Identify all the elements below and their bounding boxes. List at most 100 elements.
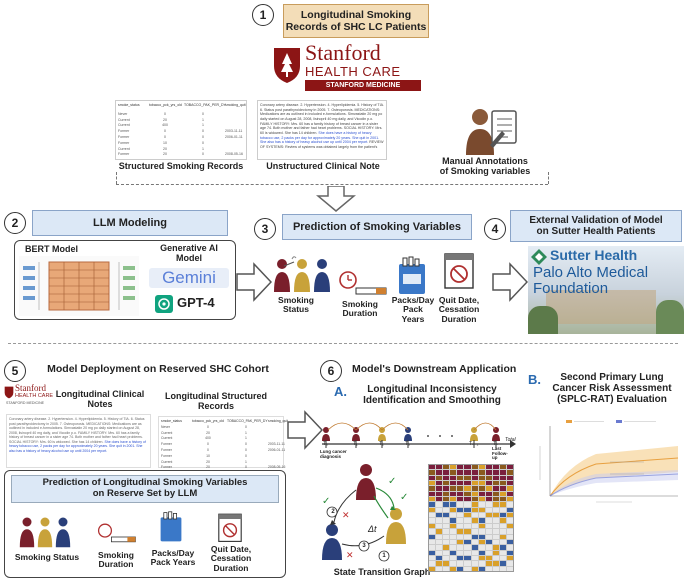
heatmap-cell [464, 507, 471, 513]
t2-label: T₂ [379, 441, 384, 447]
heatmap-cell [436, 513, 443, 518]
heatmap-cell [429, 465, 436, 470]
table-cell: 0 [164, 129, 166, 134]
heatmap-cell [485, 523, 492, 529]
sec4-title-line2: on Sutter Health Patients [536, 226, 656, 237]
duration-line2: Duration [342, 308, 378, 319]
heatmap-cell [478, 518, 485, 523]
manual-annotation-label: Manual Annotations of Smoking variables [420, 156, 550, 177]
step-2-badge: 2 [4, 212, 26, 234]
heatmap-cell [471, 465, 478, 470]
sec6-title: Model's Downstream Application [352, 363, 517, 375]
heatmap-cell [492, 534, 499, 539]
smoking-status-icons [19, 517, 71, 548]
heatmap-cell [506, 555, 513, 561]
table-header: tobacco_pck_yrs_old [149, 103, 182, 107]
genai-label: Generative AI Model [145, 243, 233, 264]
heatmap-cell [492, 566, 499, 571]
timeline-person-body [352, 434, 360, 441]
tn-label: Tₙ [493, 441, 499, 447]
manual-label-line2: of Smoking variables [439, 165, 531, 176]
heatmap-cell [464, 555, 471, 561]
heatmap-cell [464, 465, 471, 470]
manual-label-line1: Manual Annotations [442, 156, 528, 166]
heatmap-cell [499, 561, 506, 566]
heatmap-cell [506, 470, 513, 475]
table-cell: Former [118, 140, 130, 145]
step-6-badge: 6 [320, 360, 342, 382]
heatmap-cell [492, 555, 499, 561]
sec5-quit-line3: Duration [213, 562, 249, 573]
heatmap-cell [429, 534, 436, 539]
table-cell [268, 460, 290, 464]
heatmap-cell [436, 523, 443, 529]
state-transition-graph: ✓ ✓ ✓ ✕ ✕ [322, 464, 408, 562]
heatmap-cell [450, 491, 457, 497]
heatmap-cell [492, 486, 499, 491]
heatmap-cell [485, 529, 492, 534]
table-cell: Former [161, 453, 172, 458]
heatmap-cell [429, 486, 436, 491]
part-a-title: Longitudinal Inconsistency Identificatio… [352, 384, 512, 406]
heatmap-cell [485, 555, 492, 561]
pamf-line2: Foundation [533, 279, 609, 297]
table-cell: Former [118, 152, 130, 157]
heatmap-cell [436, 502, 443, 507]
heatmap-cell [485, 566, 492, 571]
heatmap-cell [450, 534, 457, 539]
heatmap-cell [443, 555, 450, 561]
heatmap-cell [506, 566, 513, 571]
heatmap-cell [464, 486, 471, 491]
heatmap-cell [436, 475, 443, 481]
heatmap-cell [464, 539, 471, 545]
table-header: smoke_status [118, 103, 140, 107]
table-cell: 0 [245, 453, 247, 458]
pamf-photo [528, 246, 684, 334]
heatmap-cell [457, 481, 464, 486]
splc-risk-chart [536, 416, 682, 508]
right-arrow-icon [492, 262, 528, 302]
heatmap-cell [478, 470, 485, 475]
step-4-badge: 4 [484, 218, 506, 240]
table-cell: 2008-05-16 [268, 465, 286, 470]
heatmap-cell [485, 465, 492, 470]
last-line1: Last [492, 446, 502, 451]
notes-snippet-highlight: She does have a history of heavy tobacco… [9, 439, 146, 453]
records-line1: Longitudinal Structured [165, 391, 267, 401]
heatmap-cell [471, 550, 478, 555]
heatmap-cell [485, 497, 492, 502]
heatmap-cell [457, 550, 464, 555]
health-care-wordmark: HEALTH CARE [15, 393, 54, 399]
table-cell: 2006-01-11 [225, 134, 243, 139]
heatmap-cell [499, 523, 506, 529]
smoking-status-icons [274, 256, 330, 292]
sec5-packs-line2: Pack Years [150, 557, 196, 568]
cigarette-pack-icon [399, 256, 425, 294]
heatmap-cell [457, 534, 464, 539]
clinical-note-snippet: Coronary artery disease. 2. Hypertension… [257, 100, 387, 160]
heatmap-cell [450, 465, 457, 470]
heatmap-cell [457, 513, 464, 518]
heatmap-cell [429, 539, 436, 545]
pred-line1: Prediction of Longitudinal Smoking Varia… [42, 477, 248, 489]
heatmap-cell [429, 518, 436, 523]
heatmap-cell [506, 475, 513, 481]
heatmap-cell [506, 502, 513, 507]
heatmap-cell [499, 491, 506, 497]
heatmap-cell [478, 539, 485, 545]
heatmap-cell [450, 545, 457, 550]
table-header: smoke_status [161, 419, 182, 423]
svg-text:✓: ✓ [322, 496, 330, 507]
heatmap-cell [471, 534, 478, 539]
